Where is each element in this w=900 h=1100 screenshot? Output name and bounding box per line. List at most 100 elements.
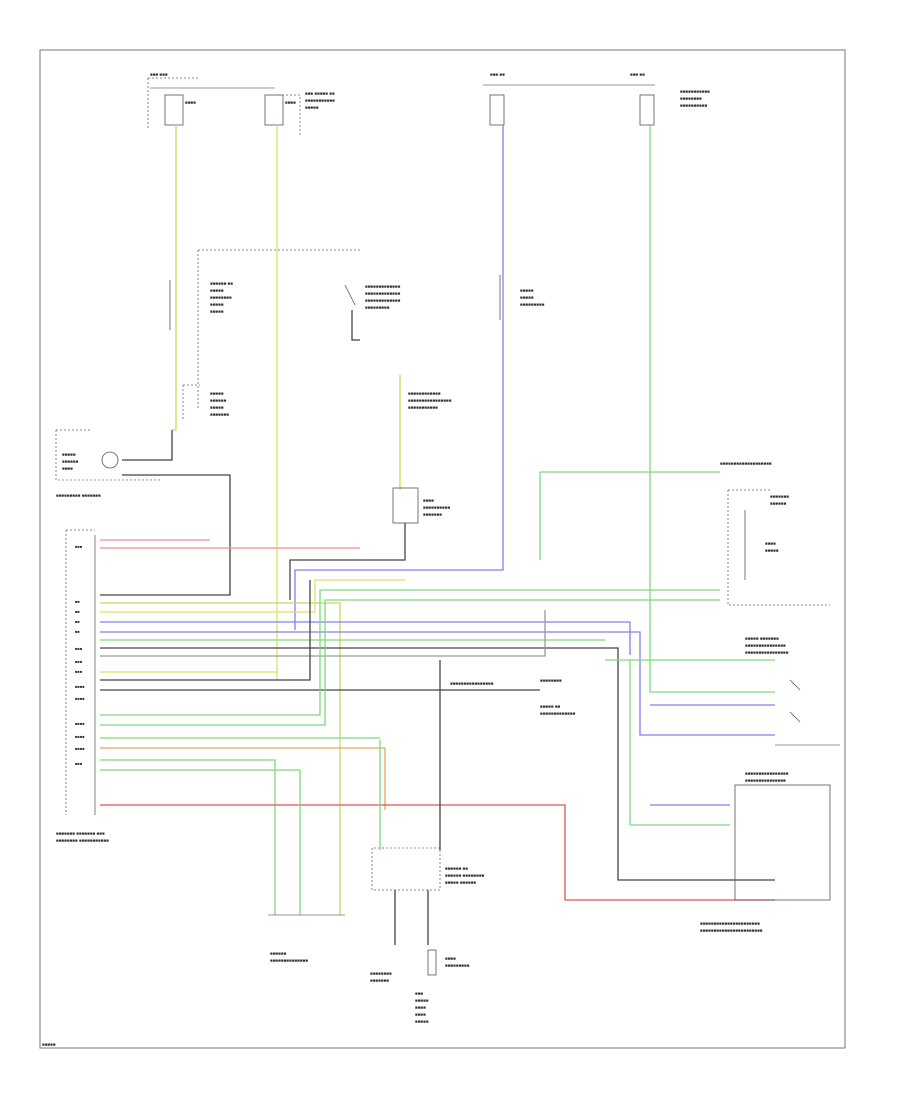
wire-black-relay — [394, 660, 441, 945]
vehicle-speed-sensor: ■■■■ ■■■■■■■■■■ ■■■■■■■ ■■■■■■■■■■■■ ■■■… — [392, 391, 452, 524]
svg-text:■■■■■: ■■■■■ — [305, 105, 319, 110]
fuse-block-left: ■■■ ■■■ ■■■ ■■■■■ ■■ ■■■■■■■■■■■ ■■■■■ ■… — [147, 72, 335, 135]
wire-green-ecu-6 — [100, 769, 301, 915]
svg-text:■■■■: ■■■■ — [423, 498, 434, 503]
svg-text:■■■■■■■■■■■: ■■■■■■■■■■■ — [408, 405, 438, 410]
wire-gray-ecu — [100, 610, 546, 657]
svg-text:■■■■■■■■■■■■■■■■: ■■■■■■■■■■■■■■■■ — [745, 771, 789, 776]
svg-text:■■■■■■■■■■■■■: ■■■■■■■■■■■■■ — [540, 711, 576, 716]
svg-text:■■■■■■■: ■■■■■■■ — [770, 494, 789, 499]
svg-text:■■: ■■ — [75, 599, 80, 604]
svg-text:■■■■: ■■■■ — [415, 1012, 426, 1017]
wire-green-ecu-2 — [100, 589, 720, 716]
svg-text:■■■■■ ■■: ■■■■■ ■■ — [540, 704, 561, 709]
svg-text:■■■■■■■■■■■■■■: ■■■■■■■■■■■■■■ — [270, 958, 308, 963]
clutch-switch: ■■■■■■■■■■■■■ ■■■■■■■■■■■■■ ■■■■■■■■■■■■… — [344, 284, 401, 310]
cruise-relay: ■■■■■■ ■■ ■■■■■■ ■■■■■■■■ ■■■■■ ■■■■■■ — [371, 847, 485, 891]
svg-text:■■■■■ ■■■■■■■: ■■■■■ ■■■■■■■ — [745, 636, 779, 641]
svg-text:■■■■■■■: ■■■■■■■ — [370, 978, 389, 983]
fuse-block-right: ■■■ ■■ ■■■ ■■ ■■■■■■■■■■■ ■■■■■■■■ ■■■■■… — [483, 72, 710, 126]
svg-text:■■■■■■ ■■■■■■■■: ■■■■■■ ■■■■■■■■ — [445, 873, 485, 878]
wire-black-clutch — [351, 310, 360, 341]
svg-text:■■: ■■ — [75, 629, 80, 634]
svg-text:■■■■■■■■■■■■■: ■■■■■■■■■■■■■ — [365, 284, 401, 289]
svg-text:■■■■■: ■■■■■ — [520, 295, 534, 300]
svg-text:■■■■■: ■■■■■ — [520, 288, 534, 293]
svg-text:■■■■■■ ■■: ■■■■■■ ■■ — [445, 866, 468, 871]
svg-text:■■■■: ■■■■ — [75, 684, 85, 689]
svg-text:■■■■■■■■■■■■■■■■: ■■■■■■■■■■■■■■■■ — [450, 681, 494, 686]
wire-green-right-3 — [629, 660, 730, 826]
svg-text:■■: ■■ — [75, 609, 80, 614]
svg-text:■■■■■■■■■■■■■: ■■■■■■■■■■■■■ — [365, 298, 401, 303]
svg-text:■■■■■■■: ■■■■■■■ — [210, 412, 229, 417]
svg-text:■■■ ■■■: ■■■ ■■■ — [150, 72, 168, 77]
svg-text:■■■■■■■■■■■■■■■■■■■■■■■: ■■■■■■■■■■■■■■■■■■■■■■■ — [700, 928, 763, 933]
svg-text:■■■■■■■■■■■: ■■■■■■■■■■■ — [305, 98, 335, 103]
svg-text:■■■■■■■: ■■■■■■■ — [423, 512, 442, 517]
svg-text:■■■■■■■■■ ■■■■■■■: ■■■■■■■■■ ■■■■■■■ — [56, 493, 101, 498]
svg-text:■■■■■■: ■■■■■■ — [770, 501, 787, 506]
diagram-code: ■■■■■ — [42, 1042, 56, 1047]
svg-text:■■■■: ■■■■ — [75, 734, 85, 739]
wire-black-sensor — [289, 523, 406, 600]
wire-green-ecu-5 — [100, 759, 276, 915]
diagram-frame — [39, 49, 846, 1049]
svg-text:■■■■■■: ■■■■■■ — [270, 951, 287, 956]
wire-yellow-ecu — [100, 579, 405, 613]
brake-relay: ■■■■■ ■■■■■■ ■■■■■ ■■■■■■■ — [182, 384, 229, 420]
svg-text:■■■ ■■■■■ ■■: ■■■ ■■■■■ ■■ — [305, 91, 335, 96]
svg-text:■■■■■■■■■: ■■■■■■■■■ — [445, 963, 470, 968]
junction-label: ■■■■■■■■■■■■■■■■ ■■■■■■■■ ■■■■■ ■■ ■■■■■… — [450, 678, 576, 716]
svg-text:■■■■■: ■■■■■ — [415, 998, 429, 1003]
svg-text:■■■■■: ■■■■■ — [415, 1019, 429, 1024]
fuse-mid-right: ■■■■■ ■■■■■ ■■■■■■■■■ — [499, 275, 545, 320]
wire-black-ecu-1 — [100, 647, 775, 881]
svg-text:■■■ ■■: ■■■ ■■ — [630, 72, 645, 77]
svg-text:■■■: ■■■ — [75, 544, 83, 549]
svg-text:■■■■: ■■■■ — [62, 466, 73, 471]
svg-text:■■■■■: ■■■■■ — [62, 452, 76, 457]
svg-text:■■: ■■ — [75, 619, 80, 624]
svg-text:■■■■■■■■■: ■■■■■■■■■ — [520, 302, 545, 307]
cruise-actuator: ■■■■■■■■■■■■■■■■ ■■■■■■■■■■■■■■■ ■■■■■■■… — [700, 771, 831, 933]
svg-text:■■■■: ■■■■ — [415, 1005, 426, 1010]
svg-text:■■■■■■■■■■■■■■■■: ■■■■■■■■■■■■■■■■ — [745, 650, 789, 655]
wire-green-feed — [649, 125, 775, 693]
svg-text:■■■■: ■■■■ — [75, 721, 85, 726]
wire-blue-feed — [294, 125, 504, 630]
svg-text:■■■■■■■■■■: ■■■■■■■■■■ — [680, 103, 707, 108]
wire-black-ecu-2 — [100, 580, 311, 681]
svg-text:■■■■■■■■ ■■■■■■■■■■■: ■■■■■■■■ ■■■■■■■■■■■ — [56, 838, 109, 843]
svg-text:■■■■■: ■■■■■ — [210, 405, 224, 410]
svg-text:■■■■■■■■■: ■■■■■■■■■ — [365, 305, 390, 310]
svg-text:■■■■■■■■■■■■■■■: ■■■■■■■■■■■■■■■ — [745, 778, 786, 783]
svg-text:■■■■: ■■■■ — [285, 100, 296, 105]
svg-text:■■■: ■■■ — [75, 659, 83, 664]
cruise-control-ecu: ■■■■■■■ ■■■■■■■ ■■■ ■■■■■■■■ ■■■■■■■■■■■… — [56, 529, 109, 843]
instrument-cluster: ■■■■■ ■■■■■■ ■■■■ ■■■■■■■■■ ■■■■■■■ — [55, 429, 160, 498]
svg-text:■■■■■■■■: ■■■■■■■■ — [210, 295, 232, 300]
svg-text:■■■■: ■■■■ — [185, 100, 196, 105]
svg-text:■■■■■: ■■■■■ — [210, 302, 224, 307]
svg-text:■■■■■■: ■■■■■■ — [210, 398, 227, 403]
svg-text:■■■■: ■■■■ — [445, 956, 456, 961]
svg-text:■■■: ■■■ — [75, 761, 83, 766]
svg-text:■■■■■■■ ■■■■■■■ ■■■: ■■■■■■■ ■■■■■■■ ■■■ — [56, 831, 105, 836]
wire-green-ecu-3 — [100, 599, 720, 726]
wire-red-ecu — [100, 804, 775, 901]
svg-text:■■■■■: ■■■■■ — [210, 288, 224, 293]
wire-yellow-green-ecu — [100, 602, 341, 915]
svg-text:■■■■■■■■■■■: ■■■■■■■■■■■ — [680, 89, 710, 94]
wire-blue-ecu — [100, 621, 631, 655]
wire-orange-ecu — [100, 747, 386, 810]
svg-text:■■■■: ■■■■ — [75, 696, 85, 701]
svg-text:■■■■■ ■■■■■■: ■■■■■ ■■■■■■ — [445, 880, 476, 885]
svg-text:■■■■■■■■: ■■■■■■■■ — [370, 971, 392, 976]
svg-text:■■■■: ■■■■ — [765, 541, 776, 546]
svg-text:■■■■■: ■■■■■ — [765, 548, 779, 553]
cruise-control-switch: ■■■■■ ■■■■■■■ ■■■■■■■■■■■■■■■ ■■■■■■■■■■… — [745, 636, 840, 746]
stop-lamp-switch: ■■■■■■ ■■ ■■■■■ ■■■■■■■■ ■■■■■ ■■■■■ — [169, 249, 360, 410]
cruise-main-switch: ■■■■■■■ ■■■■■■ ■■■■ ■■■■■ ■■■■■■■■■■■■■■… — [720, 461, 830, 606]
